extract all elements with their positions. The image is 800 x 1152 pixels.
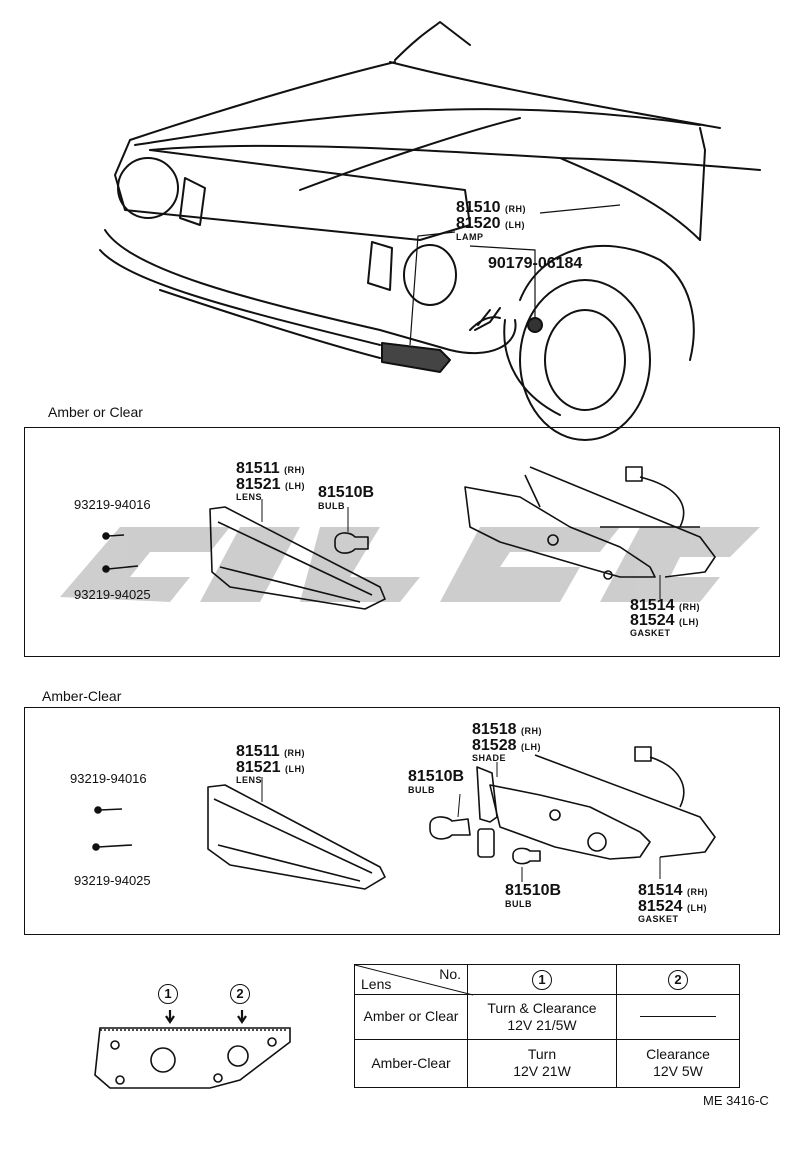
table-header-lens-no: No. Lens: [354, 963, 474, 996]
lens-position-diagram: [94, 1010, 291, 1089]
bulb-part-number: 81510B: [318, 484, 375, 501]
nut-part-number: 90179-06184: [488, 255, 583, 272]
section1-watermark: [60, 527, 760, 602]
section2-panel: [24, 707, 780, 935]
bulb2-part-number: 81510B: [505, 882, 562, 899]
screw-long-icon: [102, 565, 139, 573]
shade-lh-part-number: 81528 (LH): [472, 737, 541, 754]
bulb2-label: BULB: [505, 899, 532, 909]
table-cell-col2: Clearance 12V 5W: [616, 1038, 740, 1089]
table-header-col2: 2: [616, 963, 740, 996]
car-front-illustration: [99, 21, 761, 441]
bulb-icon: [512, 847, 541, 865]
lens-rh-part-number: 81511 (RH): [236, 460, 306, 477]
table-cell-col1: Turn 12V 21W: [467, 1038, 617, 1089]
table-cell-col2-empty: [616, 994, 740, 1040]
lens-lh-part-number: 81521 (LH): [236, 759, 305, 776]
section2-parts-drawing: [92, 746, 716, 890]
screw-short-icon: [102, 532, 125, 540]
screw-short-part-number: 93219-94016: [70, 771, 147, 786]
lens-rh-part-number: 81511 (RH): [236, 743, 306, 760]
screw-long-icon: [92, 843, 133, 851]
table-cell-lens: Amber or Clear: [354, 994, 468, 1040]
bulb-icon: [429, 816, 471, 840]
bulb-label: BULB: [318, 501, 345, 511]
lens-label: LENS: [236, 775, 263, 785]
lamp-lh-part-number: 81520 (LH): [456, 215, 525, 232]
table-cell-lens: Amber-Clear: [354, 1038, 468, 1089]
lens-shape: [209, 506, 386, 610]
lamp-label: LAMP: [456, 232, 484, 242]
table-row: Amber or Clear Turn & Clearance 12V 21/5…: [354, 994, 740, 1040]
table-row: Amber-Clear Turn 12V 21W Clearance 12V 5…: [354, 1038, 740, 1089]
bulb1-label: BULB: [408, 785, 435, 795]
document-code: ME 3416-C: [703, 1093, 769, 1108]
lens-label: LENS: [236, 492, 263, 502]
position-marker-2: 2: [230, 984, 250, 1004]
position-marker-1: 1: [158, 984, 178, 1004]
gasket-rh-part-number: 81514 (RH): [630, 597, 700, 614]
section1-title: Amber or Clear: [48, 404, 143, 420]
bulb-spec-table: No. Lens 1 2 Amber or Clear Turn & Clear…: [354, 963, 740, 1089]
gasket-rh-part-number: 81514 (RH): [638, 882, 708, 899]
gasket-label: GASKET: [630, 628, 671, 638]
section2-title: Amber-Clear: [42, 688, 122, 704]
shade-rh-part-number: 81518 (RH): [472, 721, 542, 738]
section1-parts-drawing: [102, 466, 716, 610]
shade-label: SHADE: [472, 753, 507, 763]
screw-long-part-number: 93219-94025: [74, 873, 151, 888]
gasket-label: GASKET: [638, 914, 679, 924]
gasket-lh-part-number: 81524 (LH): [630, 612, 699, 629]
table-cell-col1: Turn & Clearance 12V 21/5W: [467, 994, 617, 1040]
bulb-icon: [334, 532, 369, 554]
section1-panel: [24, 427, 780, 657]
screw-long-part-number: 93219-94025: [74, 587, 151, 602]
screw-short-part-number: 93219-94016: [74, 497, 151, 512]
bulb1-part-number: 81510B: [408, 768, 465, 785]
lamp-rh-part-number: 81510 (RH): [456, 199, 526, 216]
lens-lh-part-number: 81521 (LH): [236, 476, 305, 493]
table-header-col1: 1: [467, 963, 617, 996]
gasket-lh-part-number: 81524 (LH): [638, 898, 707, 915]
screw-short-icon: [94, 806, 123, 814]
